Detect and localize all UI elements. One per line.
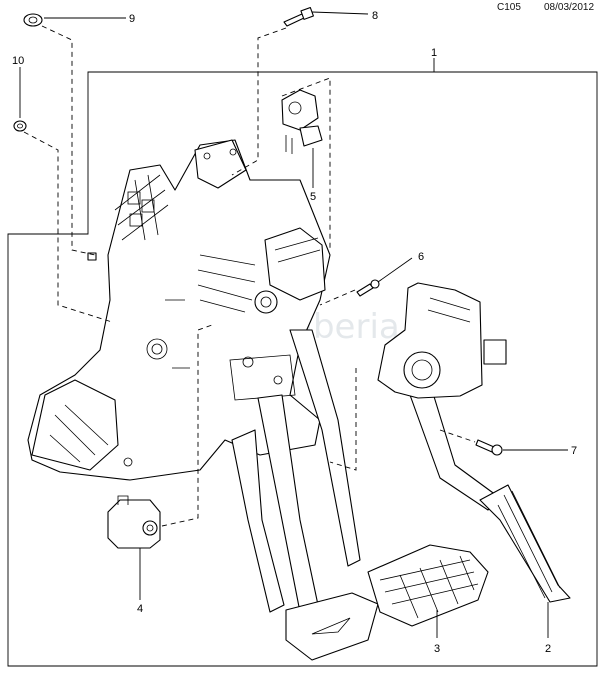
- clutch-position-sensor: [281, 89, 323, 154]
- callout-2: 2: [545, 643, 551, 655]
- assembly-lines: [23, 25, 476, 527]
- brake-pedal: [289, 329, 489, 627]
- assembly-boundary-frame: [7, 71, 598, 667]
- callout-9: 9: [129, 13, 135, 25]
- callout-1: 1: [431, 47, 437, 59]
- fasteners: [13, 6, 503, 456]
- callout-4: 4: [137, 603, 143, 615]
- callout-8: 8: [372, 10, 378, 22]
- callout-3: 3: [434, 643, 440, 655]
- pedal-switch: [107, 495, 161, 549]
- diagram-date: 08/03/2012: [544, 2, 595, 13]
- clutch-pedal: [231, 394, 379, 661]
- callout-6: 6: [418, 251, 424, 263]
- callout-leaders: [19, 11, 568, 638]
- pedal-bracket: [27, 139, 331, 481]
- callout-7: 7: [571, 445, 577, 457]
- callout-10: 10: [12, 55, 24, 67]
- diagram-code: C105: [497, 2, 521, 13]
- callout-5: 5: [310, 191, 316, 203]
- accelerator-pedal: [377, 282, 571, 603]
